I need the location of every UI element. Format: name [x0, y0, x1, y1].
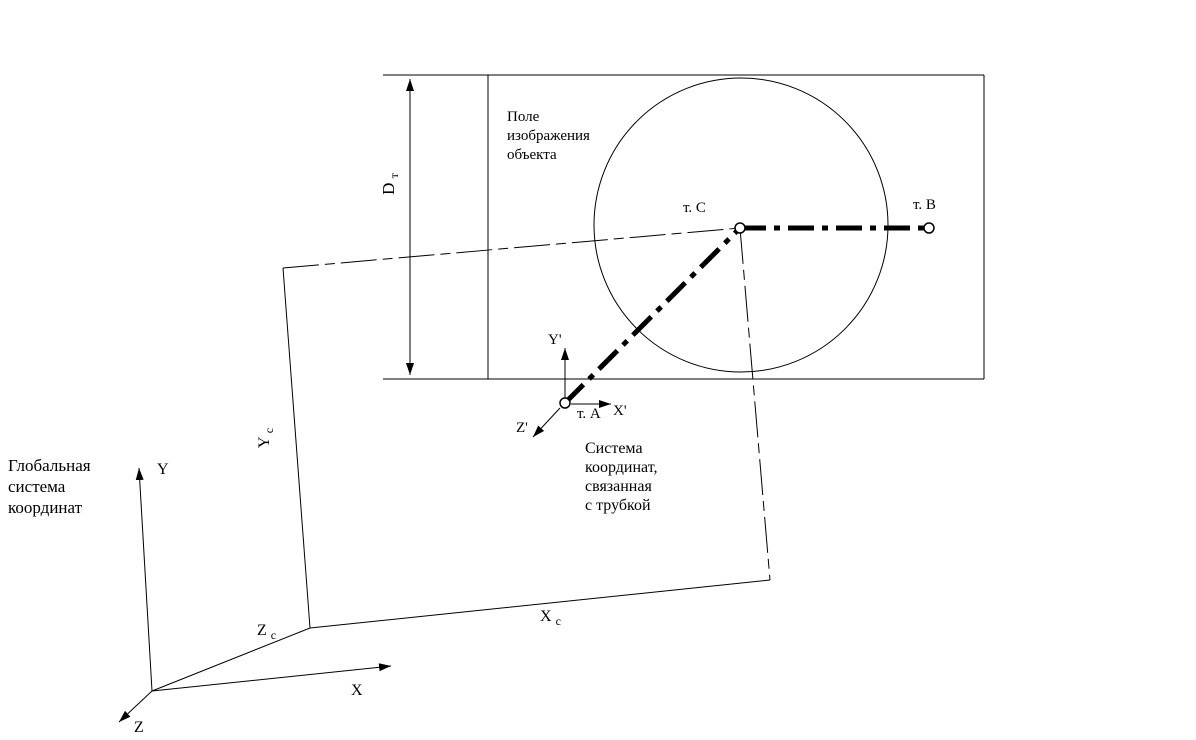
tube-z-axis [532, 407, 561, 438]
plane-axis-xc-main: X [540, 608, 552, 625]
global-x-axis [151, 663, 392, 692]
tube-axis: т. С т. В т. А [559, 197, 936, 422]
plane-axis-yc-sub: c [262, 428, 276, 433]
global-y-axis-label: Y [157, 461, 169, 478]
global-system-label-line1: Глобальная [8, 456, 91, 475]
plane-axis-zc-main: Z [257, 622, 267, 639]
tube-system-label-line1: Система [585, 440, 643, 457]
dimension-dt: D т [379, 79, 414, 375]
point-b-label: т. В [913, 197, 936, 213]
origin-to-plane-connector [151, 627, 311, 692]
plane-axis-yc-label: Y c [256, 428, 276, 448]
point-a-label: т. А [577, 406, 601, 422]
plane-right-edge [739, 227, 771, 581]
point-a-marker [559, 397, 571, 409]
global-x-axis-label: X [351, 682, 363, 699]
plane-axis-zc-label: Z c [257, 622, 276, 642]
plane-axis-xc-sub: c [556, 614, 561, 628]
field-label-line2: изображения [507, 128, 590, 144]
point-b-marker [923, 222, 935, 234]
tube-coordinate-system: Y' X' Z' Система координат, связанная с … [516, 332, 658, 514]
global-y-axis [135, 467, 153, 692]
plane-top-edge [282, 227, 741, 269]
plane-axis-xc-label: X c [540, 608, 561, 628]
tube-circle [593, 77, 889, 373]
tube-x-axis-label: X' [613, 403, 627, 419]
point-c-marker [734, 222, 746, 234]
dimension-label-sub: т [387, 172, 401, 178]
dimension-label-main: D [379, 183, 398, 195]
axis-segment-a-c [563, 226, 742, 405]
plane-bottom-edge [309, 579, 771, 629]
tube-system-label-line4: с трубкой [585, 497, 651, 514]
plane-left-edge [282, 267, 311, 629]
global-coordinate-system: Y X Z Глобальная система координат [8, 456, 392, 736]
global-z-axis-label: Z [134, 719, 144, 736]
point-c-label: т. С [683, 200, 706, 216]
field-label-line1: Поле [507, 109, 540, 125]
sensor-plane: Y c X c Z c [256, 227, 771, 642]
global-z-axis [118, 690, 153, 723]
global-system-label-line3: координат [8, 498, 83, 517]
plane-axis-yc-main: Y [256, 436, 273, 448]
global-system-label-line2: система [8, 477, 66, 496]
tube-system-label-line2: координат, [585, 459, 658, 476]
field-label-line3: объекта [507, 147, 557, 163]
object-image-field: Поле изображения объекта [383, 74, 985, 380]
dimension-label: D т [379, 172, 401, 195]
tube-system-label-line3: связанная [585, 478, 652, 495]
tube-y-axis-label: Y' [548, 332, 562, 348]
plane-axis-zc-sub: c [271, 628, 276, 642]
tube-z-axis-label: Z' [516, 420, 528, 436]
